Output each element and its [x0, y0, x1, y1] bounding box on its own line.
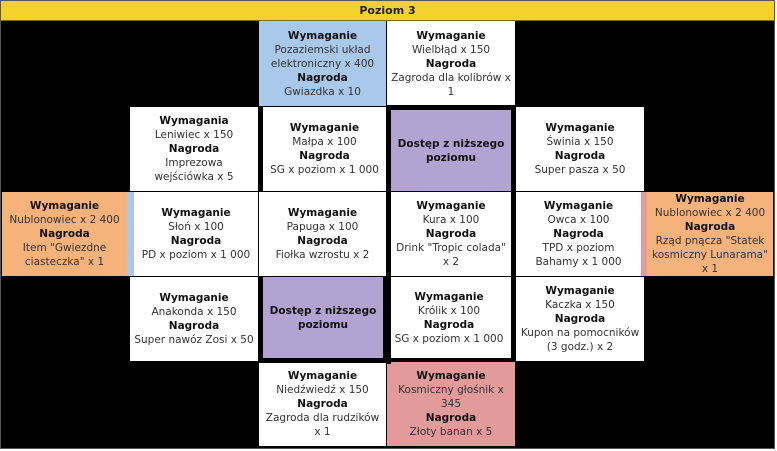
requirement-text: Słoń x 100 — [168, 221, 224, 233]
lower-level-access-cell[interactable]: Dostęp z niższego poziomu — [263, 277, 383, 358]
reward-heading: Nagroda — [554, 313, 606, 325]
reward-cell[interactable]: Wymaganie Kaczka x 150 Nagroda Kupon na … — [516, 277, 644, 361]
reward-cell[interactable]: Wymaganie Słoń x 100 Nagroda PD x poziom… — [134, 192, 258, 276]
reward-text: SG x poziom x 1 000 — [270, 164, 379, 176]
requirement-text: Świnia x 150 — [546, 136, 614, 148]
reward-text: Gwiazdka x 10 — [284, 85, 361, 98]
reward-cell[interactable]: Wymaganie Królik x 100 Nagroda SG x pozi… — [387, 277, 511, 358]
reward-cell[interactable]: Wymaganie Świnia x 150 Nagroda Super pas… — [516, 107, 644, 191]
wall — [259, 358, 391, 363]
reward-cell[interactable]: Wymaganie Anakonda x 150 Nagroda Super n… — [130, 277, 258, 361]
requirement-heading: Wymaganie — [416, 370, 486, 382]
reward-heading: Nagroda — [39, 228, 90, 240]
wall — [386, 105, 391, 364]
reward-heading: Nagroda — [425, 57, 477, 70]
lower-level-access-cell[interactable]: Dostęp z niższego poziomu — [391, 110, 511, 191]
requirement-text: Owca x 100 — [547, 214, 610, 226]
reward-heading: Nagroda — [684, 221, 736, 233]
reward-text: Imprezowa wejściówka x 5 — [154, 157, 234, 183]
requirement-heading: Wymaganie — [416, 29, 486, 42]
reward-heading: Nagroda — [425, 412, 477, 424]
reward-cell[interactable]: Wymaganie Pozaziemski układ elektroniczn… — [259, 21, 386, 106]
requirement-text: Niedźwiedź x 150 — [276, 384, 369, 396]
reward-heading: Nagroda — [168, 143, 220, 155]
reward-cell[interactable]: Wymaganie Kura x 100 Nagroda Drink "Trop… — [391, 192, 511, 276]
reward-heading: Nagroda — [297, 398, 348, 410]
requirement-text: Leniwiec x 150 — [154, 129, 234, 141]
reward-text: PD x poziom x 1 000 — [141, 249, 251, 261]
reward-cell[interactable]: Wymaganie Papuga x 100 Nagroda Fiołka wz… — [259, 192, 386, 276]
wall — [383, 277, 387, 362]
requirement-text: Pozaziemski układ elektroniczny x 400 — [270, 43, 375, 70]
requirement-heading: Wymaganie — [287, 370, 358, 382]
requirement-text: Kaczka x 150 — [545, 299, 615, 311]
requirement-text: Królik x 100 — [417, 304, 481, 317]
reward-text: Zagroda dla kolibrów x 1 — [391, 71, 511, 98]
requirement-heading: Wymaganie — [161, 207, 231, 219]
reward-text: Kupon na pomocników (3 godz.) x 2 — [520, 327, 640, 353]
reward-cell[interactable]: Wymagania Leniwiec x 150 Nagroda Imprezo… — [130, 107, 258, 191]
requirement-heading: Wymaganie — [675, 193, 745, 205]
requirement-text: Anakonda x 150 — [151, 306, 237, 318]
requirement-heading: Wymaganie — [545, 285, 615, 297]
reward-heading: Nagroda — [170, 235, 222, 247]
reward-text: TPD x poziom Bahamy x 1 000 — [535, 242, 622, 268]
requirement-heading: Wymaganie — [29, 200, 100, 212]
requirement-heading: Wymaganie — [543, 200, 614, 212]
requirement-text: Wielbłąd x 150 — [411, 43, 491, 56]
reward-heading: Nagroda — [425, 228, 477, 240]
reward-text: Super nawóz Zosi x 50 — [134, 334, 254, 346]
requirement-text: Kosmiczny głośnik x 345 — [398, 384, 504, 410]
reward-heading: Nagroda — [553, 228, 604, 240]
requirement-heading: Wymagania — [159, 115, 229, 127]
reward-heading: Nagroda — [297, 235, 348, 247]
access-text: Dostęp z niższego poziomu — [269, 304, 377, 331]
requirement-text: Kura x 100 — [422, 214, 480, 226]
reward-cell[interactable]: Wymaganie Nublonowiec x 2 400 Nagroda Rz… — [647, 192, 773, 276]
reward-text: Rząd pnącza "Statek kosmiczny Lunarama" … — [652, 235, 768, 275]
requirement-heading: Wymaganie — [287, 29, 358, 42]
reward-heading: Nagroda — [299, 150, 350, 162]
reward-text: Zagroda dla rudzików x 1 — [265, 412, 380, 438]
reward-text: Fiołka wzrostu x 2 — [275, 249, 370, 261]
requirement-text: Nublonowiec x 2 400 — [654, 207, 766, 219]
requirement-text: Małpa x 100 — [292, 136, 357, 148]
reward-cell[interactable]: Wymaganie Owca x 100 Nagroda TPD x pozio… — [516, 192, 641, 276]
reward-text: Item "Gwiezdne ciasteczka" x 1 — [22, 242, 107, 268]
edge-marker — [127, 192, 134, 276]
access-text: Dostęp z niższego poziomu — [397, 137, 505, 164]
reward-cell[interactable]: Wymaganie Nublonowiec x 2 400 Nagroda It… — [2, 192, 127, 276]
reward-heading: Nagroda — [168, 320, 220, 332]
reward-text: Drink "Tropic colada" x 2 — [396, 242, 506, 268]
requirement-heading: Wymaganie — [289, 122, 360, 134]
requirement-text: Nublonowiec x 2 400 — [9, 214, 120, 226]
reward-cell[interactable]: Wymaganie Niedźwiedź x 150 Nagroda Zagro… — [259, 362, 386, 446]
reward-text: SG x poziom x 1 000 — [394, 332, 504, 345]
wall — [511, 105, 516, 279]
reward-heading: Nagroda — [423, 318, 475, 331]
wall — [386, 105, 515, 110]
reward-heading: Nagroda — [297, 71, 348, 84]
requirement-heading: Wymaganie — [416, 200, 486, 212]
wall — [259, 107, 263, 191]
reward-text: Super pasza x 50 — [534, 164, 626, 176]
requirement-heading: Wymaganie — [414, 290, 484, 303]
requirement-heading: Wymaganie — [287, 207, 358, 219]
edge-marker — [641, 192, 647, 276]
reward-heading: Nagroda — [554, 150, 606, 162]
level-title: Poziom 3 — [1, 1, 774, 21]
requirement-text: Papuga x 100 — [286, 221, 359, 233]
reward-cell[interactable]: Wymaganie Małpa x 100 Nagroda SG x pozio… — [263, 107, 386, 191]
reward-text: Złoty banan x 5 — [409, 426, 493, 438]
requirement-heading: Wymaganie — [159, 292, 229, 304]
reward-cell[interactable]: Wymaganie Wielbłąd x 150 Nagroda Zagroda… — [387, 21, 515, 106]
reward-cell[interactable]: Wymaganie Kosmiczny głośnik x 345 Nagrod… — [387, 362, 515, 446]
requirement-heading: Wymaganie — [545, 122, 615, 134]
